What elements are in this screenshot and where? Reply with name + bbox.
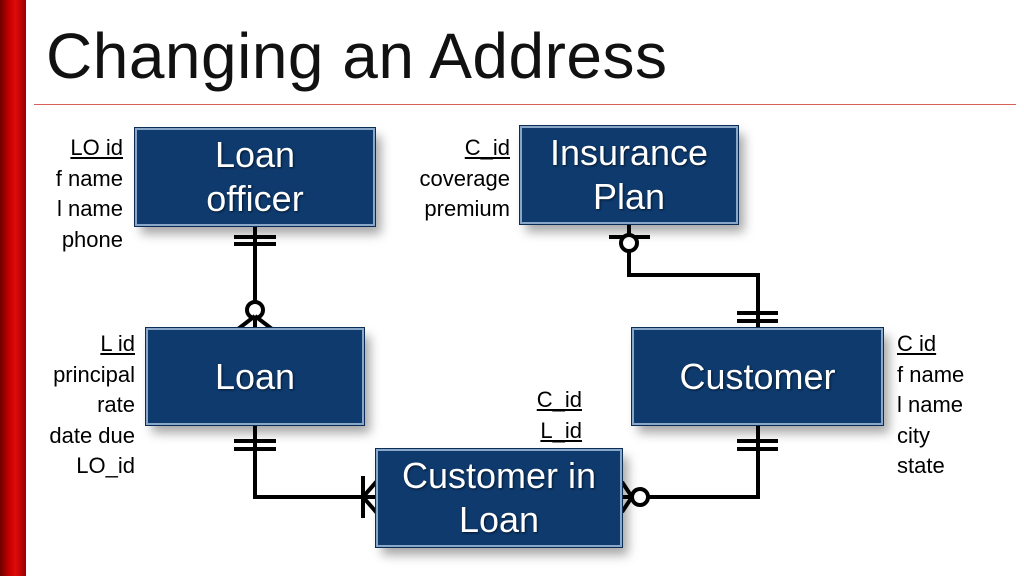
entity-loan-officer-line2: officer — [206, 178, 304, 219]
attr-customer-l-name: l name — [897, 392, 964, 417]
entity-loan-line1: Loan — [214, 355, 296, 397]
line-loan-cil — [253, 425, 377, 499]
attr-coverage: coverage — [419, 165, 510, 191]
loan-optional-circle — [245, 300, 265, 320]
attr-l-name: l name — [56, 196, 123, 221]
attr-f-name: f name — [55, 165, 123, 191]
accent-bar — [0, 0, 26, 576]
cil-crowfoot-bottom — [361, 495, 379, 515]
attr-customer-state: state — [897, 453, 945, 478]
line-customer-cil — [622, 425, 760, 499]
entity-customer-in-loan[interactable]: Customer in Loan — [375, 448, 623, 548]
entity-loan[interactable]: Loan — [145, 327, 365, 426]
entity-customer-line1: Customer — [679, 355, 836, 397]
attr-date-due: date due — [49, 422, 135, 448]
attr-lo-id-fk: LO_id — [76, 453, 135, 478]
attr-cil-c-id: C_id — [536, 387, 582, 412]
entity-loan-officer-line1: Loan — [214, 134, 296, 175]
entity-customer-in-loan-line1: Customer in — [401, 455, 597, 496]
cil-crowfoot-right-bottom — [620, 495, 634, 514]
cil-optional-circle — [630, 487, 650, 507]
attributes-loan: L id principal rate date due LO_id — [49, 329, 135, 482]
attr-customer-f-name: f name — [897, 361, 965, 387]
attr-customer-city: city — [897, 422, 930, 448]
title-divider — [34, 104, 1016, 105]
entity-insurance-plan-line1: Insurance — [549, 132, 709, 173]
attr-principal: principal — [53, 361, 135, 387]
entity-customer[interactable]: Customer — [631, 327, 884, 426]
attr-cil-l-id: L_id — [540, 417, 582, 443]
loan-crowfoot-right — [253, 314, 274, 331]
attributes-insurance-plan: C_id coverage premium — [419, 133, 510, 225]
attr-lo-id: LO id — [70, 135, 123, 160]
entity-loan-officer[interactable]: Loan officer — [134, 127, 376, 227]
attr-c-id: C_id — [464, 135, 510, 160]
slide-title: Changing an Address — [46, 20, 668, 92]
loan-crowfoot-left — [236, 314, 257, 331]
attr-l-id: L id — [100, 331, 135, 356]
attr-phone: phone — [61, 226, 123, 252]
attr-customer-c-id: C id — [897, 331, 937, 356]
cil-crowfoot-top — [361, 479, 379, 499]
attr-premium: premium — [424, 196, 510, 221]
attributes-customer-in-loan: C_id L_id — [537, 385, 582, 446]
insurance-optional-circle — [619, 233, 639, 253]
entity-insurance-plan[interactable]: Insurance Plan — [519, 125, 739, 225]
entity-customer-in-loan-line2: Loan — [458, 499, 540, 540]
attr-rate: rate — [97, 392, 135, 417]
attributes-customer: C id f name l name city state — [897, 329, 964, 482]
attributes-loan-officer: LO id f name l name phone — [56, 133, 123, 255]
cil-crowfoot-right-top — [620, 480, 634, 499]
entity-insurance-plan-line2: Plan — [592, 176, 666, 217]
